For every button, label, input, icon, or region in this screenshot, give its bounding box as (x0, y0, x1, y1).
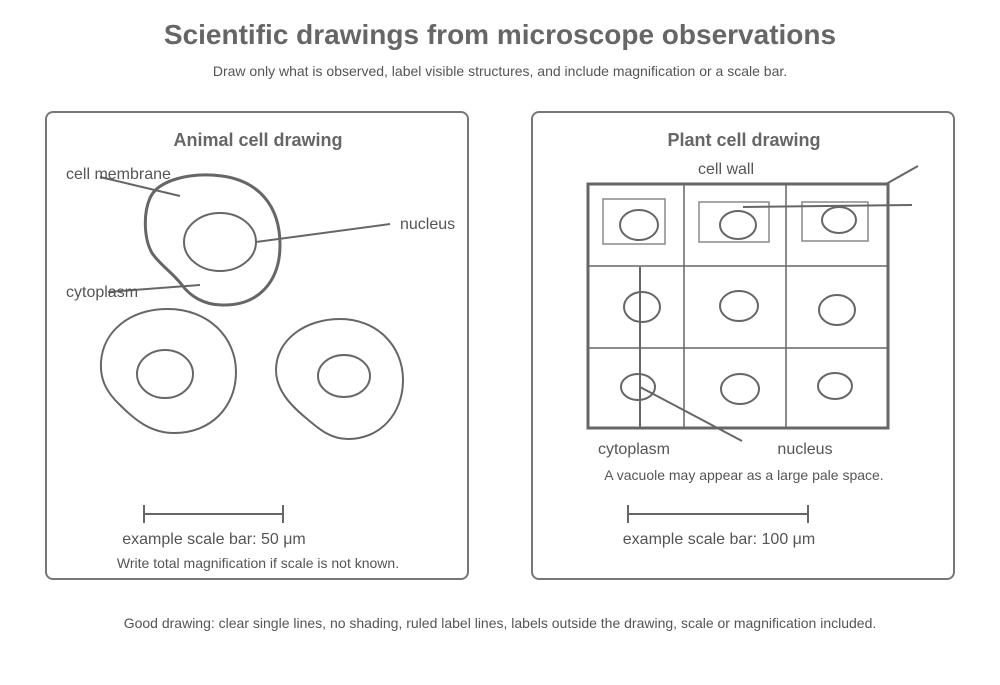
plant-scale-bar (627, 505, 809, 523)
plant-label-wall: cell wall (698, 161, 754, 178)
nucleus-plant-label-line (639, 386, 743, 442)
animal-panel-heading: Animal cell drawing (173, 130, 342, 150)
animal-cell-left-nucleus (136, 349, 194, 399)
plant-cell-5-nucleus (719, 290, 759, 322)
animal-cell-right-nucleus (317, 354, 371, 398)
plant-cell-grid (586, 182, 890, 430)
plant-cell-1-plastid (602, 198, 666, 245)
plant-label-nucleus: nucleus (777, 441, 832, 458)
footer-guidance: Good drawing: clear single lines, no sha… (124, 615, 877, 631)
plant-cell-4-nucleus (623, 291, 661, 323)
animal-label-nucleus: nucleus (400, 216, 455, 233)
animal-scale-label: example scale bar: 50 μm (122, 531, 306, 548)
animal-label-cytoplasm: cytoplasm (66, 284, 138, 301)
membrane-label-line (99, 176, 181, 197)
animal-cell-main (143, 173, 282, 307)
page-title: Scientific drawings from microscope obse… (164, 19, 836, 50)
plant-cell-3-nucleus (821, 206, 857, 234)
page-subtitle: Draw only what is observed, label visibl… (213, 63, 787, 79)
plastid-label-line (742, 204, 913, 208)
plant-cell-2-plastid (698, 201, 770, 243)
wall-label-line (885, 165, 919, 185)
plant-cell-7-nucleus (620, 373, 656, 401)
animal-panel: Animal cell drawing cell membrane nucleu… (45, 111, 469, 580)
plant-panel: Plant cell drawing cell wall cytoplasm n… (531, 111, 955, 580)
plant-cell-3-plastid (801, 201, 869, 242)
nucleus-label-line (255, 223, 391, 243)
plant-scale-label: example scale bar: 100 μm (623, 531, 815, 548)
animal-label-membrane: cell membrane (66, 166, 171, 183)
animal-scale-bar (143, 505, 284, 523)
animal-cell-left (99, 307, 238, 435)
plant-cell-6-nucleus (818, 294, 856, 326)
animal-cell-right (274, 317, 405, 441)
cytoplasm-label-line (107, 284, 201, 293)
plant-panel-heading: Plant cell drawing (667, 130, 820, 150)
plant-cell-2-nucleus (719, 210, 757, 240)
plant-vacuole-note: A vacuole may appear as a large pale spa… (604, 467, 883, 483)
plant-cell-8-nucleus (720, 373, 760, 405)
animal-panel-frame (45, 111, 469, 580)
plant-label-cytoplasm: cytoplasm (598, 441, 670, 458)
plant-cell-1-nucleus (619, 209, 659, 241)
plant-panel-frame (531, 111, 955, 580)
animal-magnification-note: Write total magnification if scale is no… (117, 555, 399, 571)
plant-cell-9-nucleus (817, 372, 853, 400)
